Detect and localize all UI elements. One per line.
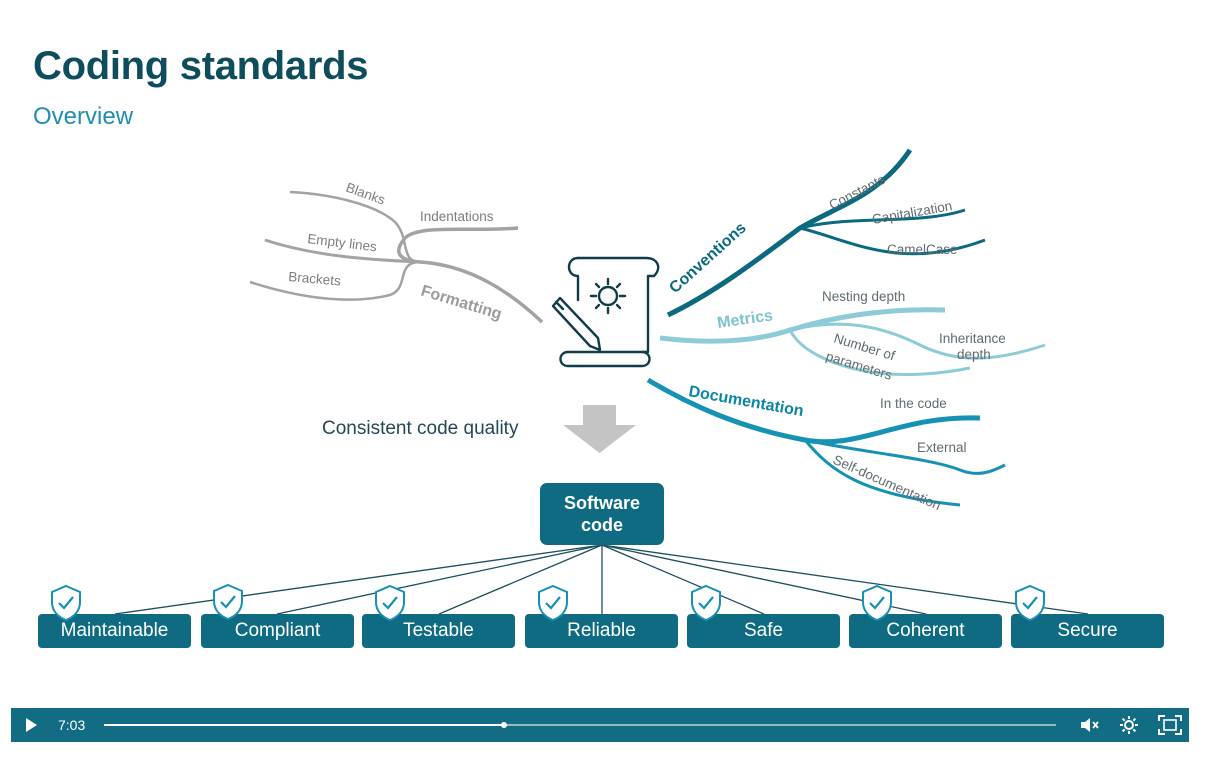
conventions-branch — [666, 148, 986, 318]
play-icon[interactable] — [23, 717, 39, 733]
mind-map: Formatting Blanks Indentations Empty lin… — [249, 148, 1046, 513]
shield-check-icon — [1015, 584, 1045, 622]
root-node-software-code: Software code — [540, 483, 664, 545]
metrics-branch — [659, 307, 1046, 377]
formatting-branch — [249, 190, 544, 324]
video-player-controls: 7:03 — [11, 708, 1189, 742]
quality-box-safe: Safe — [687, 614, 840, 648]
down-arrow-icon — [563, 405, 636, 453]
leaf-brackets: Brackets — [288, 269, 342, 289]
scroll-gear-pencil-icon — [551, 256, 660, 368]
current-time: 7:03 — [58, 717, 86, 733]
shield-check-icon — [862, 584, 892, 622]
fullscreen-icon[interactable] — [1158, 715, 1182, 735]
quality-label: Consistent code quality — [322, 418, 519, 439]
shield-check-icon — [213, 583, 243, 621]
leaf-in-the-code: In the code — [880, 396, 947, 411]
leaf-nesting-depth: Nesting depth — [822, 289, 905, 304]
leaf-inheritance: Inheritance — [939, 331, 1006, 346]
volume-muted-icon[interactable] — [1079, 715, 1101, 735]
documentation-branch — [646, 377, 1006, 507]
quality-box-secure: Secure — [1011, 614, 1164, 648]
seek-bar[interactable] — [104, 722, 1056, 728]
seek-handle[interactable] — [500, 722, 507, 728]
quality-box-compliant: Compliant — [201, 614, 354, 648]
quality-box-testable: Testable — [362, 614, 515, 648]
shield-check-icon — [691, 584, 721, 622]
seek-progress — [104, 724, 504, 726]
leaf-indentations: Indentations — [420, 209, 494, 224]
slide-title: Coding standards — [33, 44, 369, 88]
shield-check-icon — [375, 584, 405, 622]
gear-icon[interactable] — [1118, 715, 1140, 735]
leaf-camelcase: CamelCase — [887, 242, 958, 257]
leaf-external: External — [917, 440, 967, 455]
shield-check-icon — [538, 584, 568, 622]
shield-check-icon — [51, 584, 81, 622]
quality-box-coherent: Coherent — [849, 614, 1002, 648]
leaf-inheritance-depth: depth — [957, 347, 991, 362]
slide-subtitle: Overview — [33, 103, 134, 130]
